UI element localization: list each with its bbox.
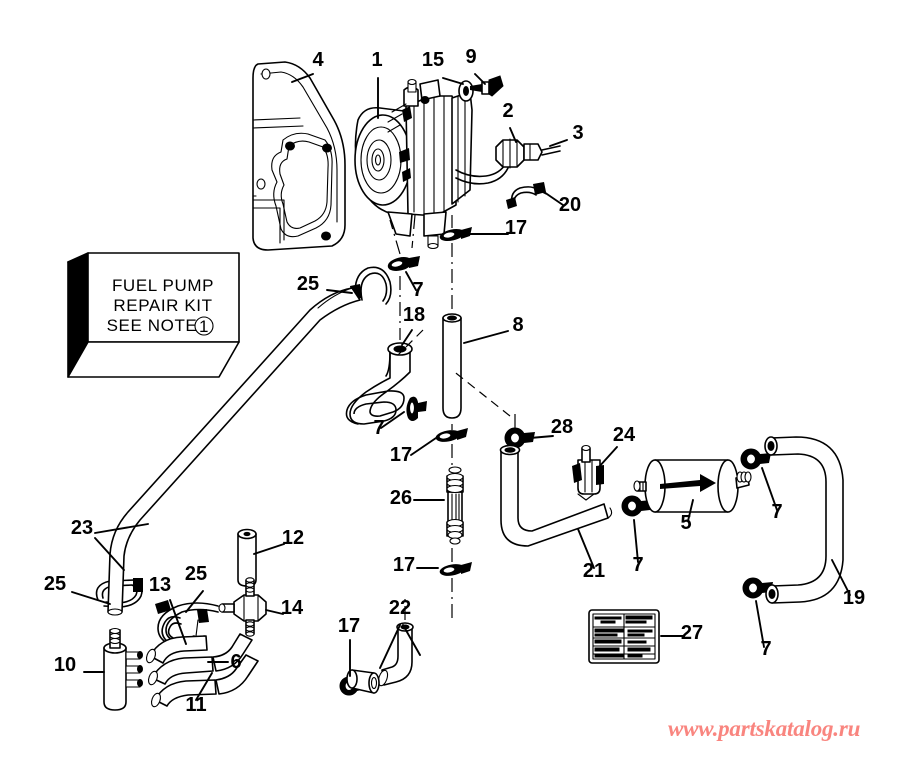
callout-1: 1 — [371, 49, 382, 71]
part-22-sleeve — [346, 669, 380, 694]
part-24-clip — [572, 444, 604, 501]
part-7-clamp-b — [406, 396, 427, 421]
callout-7: 7 — [760, 638, 771, 660]
callout-7: 7 — [412, 279, 423, 301]
callout-13: 13 — [149, 574, 171, 596]
part-10-filter-bowl — [103, 627, 143, 711]
callout-23: 23 — [71, 517, 93, 539]
callout-25: 25 — [297, 273, 319, 295]
callout-25: 25 — [185, 563, 207, 585]
part-23-long-hose — [107, 287, 361, 616]
part-15-washer — [458, 80, 474, 102]
kit-line-1: FUEL PUMP — [112, 276, 214, 295]
assembly-axis-lines — [389, 214, 516, 620]
part-12-cylinder — [237, 528, 257, 587]
callout-9: 9 — [465, 46, 476, 68]
fuel-pump-repair-kit-box: FUEL PUMP REPAIR KIT SEE NOTE 1 — [67, 252, 240, 378]
callout-4: 4 — [312, 49, 324, 71]
callout-22: 22 — [389, 597, 411, 619]
callout-14: 14 — [281, 597, 304, 619]
part-17-clamp-c — [439, 562, 472, 576]
part-17-clamp-b — [435, 428, 468, 442]
part-2-connector — [495, 138, 543, 169]
part-26-filter-element — [446, 466, 464, 545]
part-20-clip — [506, 182, 547, 209]
part-11-hose — [150, 654, 259, 708]
callout-6: 6 — [230, 651, 241, 673]
callout-5: 5 — [680, 512, 691, 534]
callout-8: 8 — [512, 314, 523, 336]
part-1-fuel-pump — [354, 78, 509, 250]
callout-12: 12 — [282, 527, 304, 549]
callout-26: 26 — [390, 487, 412, 509]
part-19-hose — [764, 436, 844, 604]
part-14-valve — [155, 577, 267, 648]
callout-25: 25 — [44, 573, 66, 595]
callout-7: 7 — [373, 417, 384, 439]
part-8-hose — [442, 313, 462, 419]
kit-line-3: SEE NOTE — [107, 316, 198, 335]
part-7-clamp-d — [740, 448, 771, 470]
callout-7: 7 — [771, 501, 782, 523]
part-21-hose — [499, 444, 613, 547]
part-25-clamp-b — [95, 578, 143, 608]
callout-17: 17 — [505, 217, 527, 239]
callout-17: 17 — [390, 444, 412, 466]
part-22-hose — [377, 622, 414, 687]
part-17-clamp-a — [439, 227, 472, 241]
callout-3: 3 — [572, 122, 583, 144]
part-18-fitting — [387, 342, 413, 356]
callout-2: 2 — [502, 100, 513, 122]
callout-11: 11 — [185, 694, 206, 716]
callout-19: 19 — [843, 587, 865, 609]
kit-line-2: REPAIR KIT — [113, 296, 212, 315]
callout-18: 18 — [403, 304, 425, 326]
callout-7: 7 — [632, 554, 643, 576]
callout-27: 27 — [681, 622, 703, 644]
part-7-clamp-a — [387, 256, 420, 272]
callout-24: 24 — [613, 424, 636, 446]
callout-10: 10 — [54, 654, 76, 676]
callout-20: 20 — [559, 194, 581, 216]
callout-21: 21 — [583, 560, 605, 582]
leader-lines — [71, 73, 851, 701]
callout-17: 17 — [393, 554, 415, 576]
part-5-fuel-filter — [633, 459, 752, 513]
part-13-hose — [145, 635, 208, 664]
part-3-tube — [541, 145, 561, 156]
callout-17: 17 — [338, 615, 360, 637]
part-4-bracket — [252, 61, 346, 251]
callout-15: 15 — [422, 49, 444, 71]
part-9-screw — [470, 75, 504, 97]
callout-28: 28 — [551, 416, 573, 438]
watermark: www.partskatalog.ru — [668, 716, 861, 741]
part-27-label — [588, 609, 660, 664]
kit-note-number: 1 — [199, 317, 209, 336]
hose-s-shape — [345, 351, 411, 425]
